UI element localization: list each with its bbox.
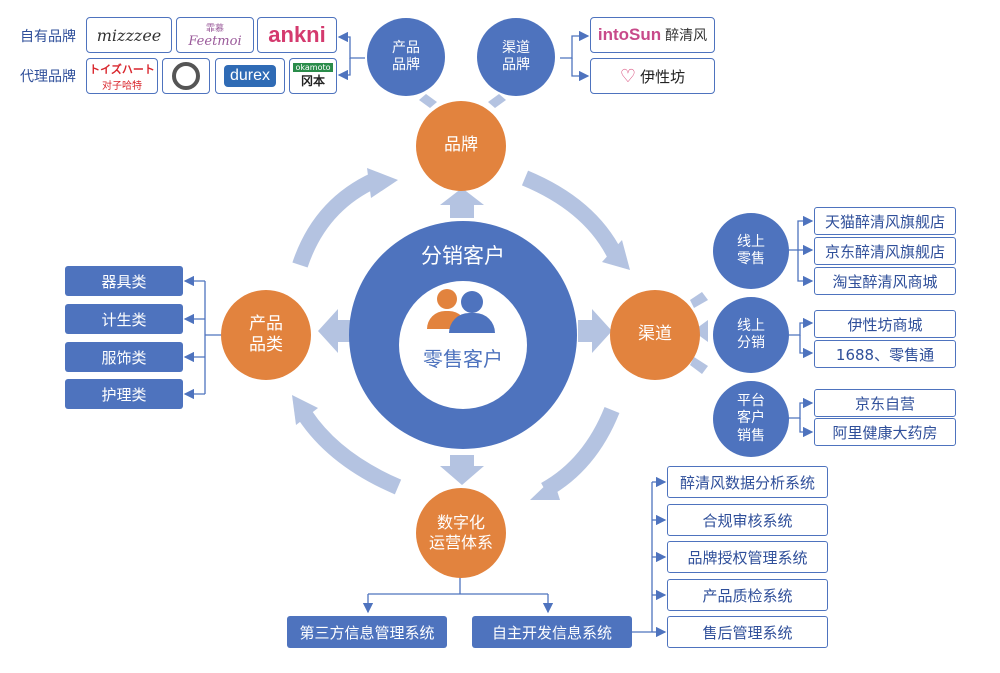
- node-platform-sales: 平台 客户 销售: [713, 381, 789, 457]
- platform-item: 阿里健康大药房: [814, 418, 956, 446]
- system-item: 品牌授权管理系统: [667, 541, 828, 573]
- heart-figure-icon: ♡: [619, 65, 637, 87]
- arrow-channel-to-retail: [690, 292, 708, 308]
- third-party-system: 第三方信息管理系统: [287, 616, 447, 648]
- center-arrow-left: [318, 309, 350, 353]
- online-distribution-item: 伊性坊商城: [814, 310, 956, 338]
- node-category: 产品 品类: [221, 290, 311, 380]
- center-outer-label: 分销客户: [421, 244, 505, 268]
- node-brand: 品牌: [416, 101, 506, 191]
- cycle-arc-top-left: [292, 172, 379, 268]
- online-distribution-item: 1688、零售通: [814, 340, 956, 368]
- node-online-distribution: 线上 分销: [713, 297, 789, 373]
- system-item: 售后管理系统: [667, 616, 828, 648]
- center-inner-circle: 零售客户: [399, 281, 527, 409]
- logo-intosun: intoSun 醉清风: [590, 17, 715, 53]
- logo-okamoto: okamoto 冈本: [289, 58, 337, 94]
- cycle-arc-bottom-right: [540, 406, 620, 497]
- arrow-brand-to-channel-brand: [488, 94, 506, 108]
- category-item: 服饰类: [65, 342, 183, 372]
- logo-round-emblem: [162, 58, 210, 94]
- center-outer-circle: 分销客户 零售客户: [349, 221, 577, 449]
- online-retail-item: 天猫醉清风旗舰店: [814, 207, 956, 235]
- node-digital-ops: 数字化 运营体系: [416, 488, 506, 578]
- logo-yixingfang: ♡ 伊性坊: [590, 58, 715, 94]
- logo-ankni: ankni: [257, 17, 337, 53]
- category-item: 器具类: [65, 266, 183, 296]
- system-item: 醉清风数据分析系统: [667, 466, 828, 498]
- arrow-brand-to-product-brand: [419, 94, 437, 108]
- category-item: 计生类: [65, 304, 183, 334]
- category-item: 护理类: [65, 379, 183, 409]
- platform-item: 京东自营: [814, 389, 956, 417]
- logo-durex: durex: [215, 58, 285, 94]
- agent-brand-label: 代理品牌: [20, 69, 76, 85]
- own-brand-label: 自有品牌: [20, 29, 76, 45]
- node-online-retail: 线上 零售: [713, 213, 789, 289]
- logo-toysheart: トイズハート 对子哈特: [86, 58, 158, 94]
- logo-mizzzee: mizzzee: [86, 17, 172, 53]
- cycle-arrowhead-2: [602, 240, 630, 270]
- cycle-arrowhead-4: [292, 395, 318, 425]
- system-item: 合规审核系统: [667, 504, 828, 536]
- cycle-arc-top-right: [521, 170, 623, 259]
- people-icon: [427, 289, 499, 333]
- system-item: 产品质检系统: [667, 579, 828, 611]
- logo-feetmoi: 霏慕 Feetmoi: [176, 17, 254, 53]
- cycle-arrowhead-3: [530, 478, 560, 500]
- center-arrow-right: [578, 309, 612, 353]
- round-emblem-icon: [172, 62, 200, 90]
- arrow-channel-to-platform: [690, 357, 708, 374]
- center-arrow-down: [440, 455, 484, 485]
- node-channel-brand: 渠道 品牌: [477, 18, 555, 96]
- online-retail-item: 淘宝醉清风商城: [814, 267, 956, 295]
- center-inner-label: 零售客户: [423, 347, 503, 371]
- node-channel: 渠道: [610, 290, 700, 380]
- node-product-brand: 产品 品牌: [367, 18, 445, 96]
- cycle-arc-bottom-left: [298, 410, 402, 495]
- arrow-channel-to-distribution: [697, 320, 708, 342]
- self-developed-system: 自主开发信息系统: [472, 616, 632, 648]
- center-arrow-up: [440, 188, 484, 218]
- cycle-arrowhead-1: [367, 168, 398, 198]
- online-retail-item: 京东醉清风旗舰店: [814, 237, 956, 265]
